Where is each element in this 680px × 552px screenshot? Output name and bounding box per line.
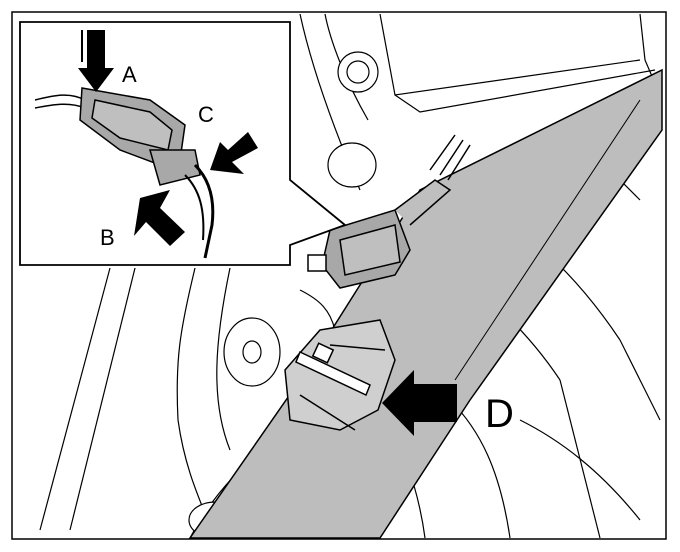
arrow-b xyxy=(134,190,185,246)
label-b: B xyxy=(100,225,115,250)
inset-connector xyxy=(34,87,215,259)
hose-highlight xyxy=(454,99,641,381)
panel-connector xyxy=(307,134,471,289)
arrow-c xyxy=(210,132,258,174)
label-a: A xyxy=(122,62,137,87)
label-c: C xyxy=(198,102,214,127)
arrow-a xyxy=(78,30,114,92)
label-d: D xyxy=(485,392,514,436)
arrow-d xyxy=(382,370,457,436)
cable-tie xyxy=(295,342,371,397)
